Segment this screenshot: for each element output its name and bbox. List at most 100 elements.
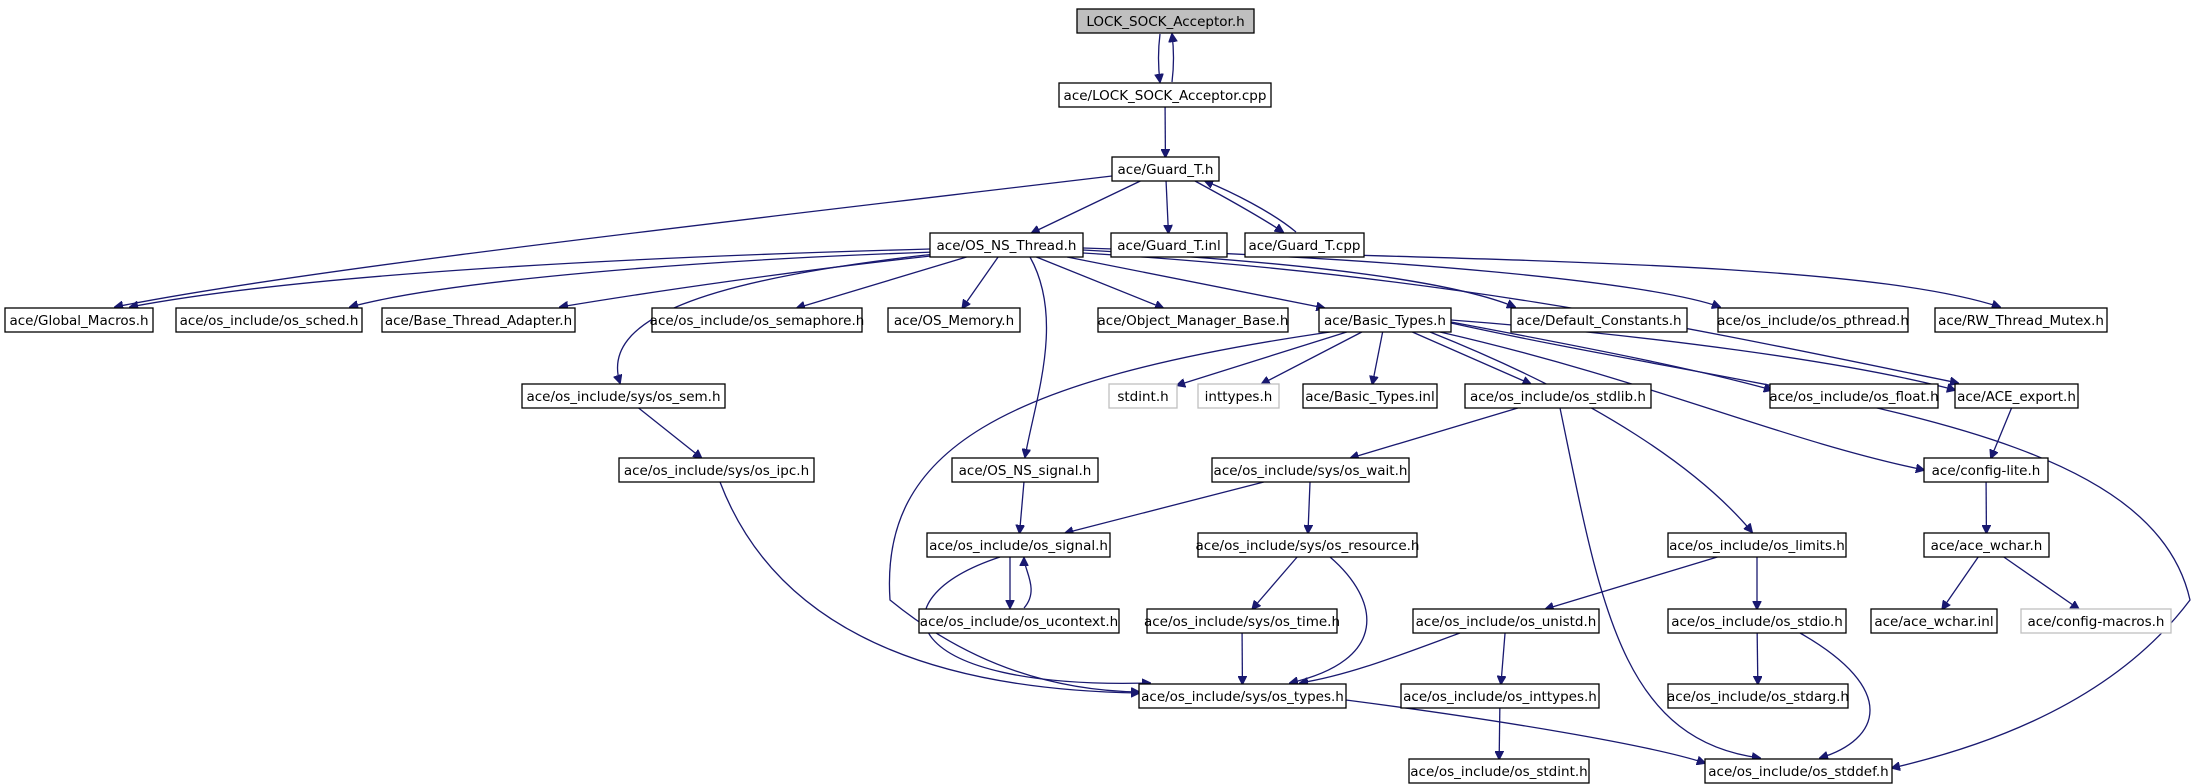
node-box bbox=[1769, 383, 1939, 409]
node-box bbox=[951, 457, 1099, 483]
edge-os_limits_h-to-os_unistd_h bbox=[1546, 556, 1718, 609]
node-box bbox=[929, 232, 1084, 258]
edge-guard_t_cpp-to-rw_thread_mutex_h bbox=[1244, 251, 2000, 307]
node-box bbox=[1400, 683, 1600, 709]
node-label: ace/os_include/os_stdio.h bbox=[1671, 614, 1843, 630]
node-os-ns-signal-h[interactable]: ace/OS_NS_signal.h bbox=[951, 457, 1099, 483]
node-stdint-h: stdint.h bbox=[1108, 383, 1178, 409]
node-box bbox=[1412, 608, 1600, 634]
node-label: ace/os_include/os_float.h bbox=[1769, 389, 1938, 405]
node-ace-wchar-h[interactable]: ace/ace_wchar.h bbox=[1923, 532, 2050, 558]
node-guard-t-cpp[interactable]: ace/Guard_T.cpp bbox=[1244, 232, 1365, 258]
node-label: ace/os_include/sys/os_types.h bbox=[1141, 689, 1344, 705]
edge-sys_os_ipc_h-to-sys_os_types_h bbox=[719, 481, 1139, 693]
edge-os_ns_thread_h-to-base_thread_adapter_h bbox=[560, 254, 941, 307]
node-guard-t-inl[interactable]: ace/Guard_T.inl bbox=[1110, 232, 1228, 258]
edge-os_ns_thread_h-to-sys_os_sem_h bbox=[618, 253, 936, 383]
node-os-semaphore-h[interactable]: ace/os_include/os_semaphore.h bbox=[650, 307, 865, 333]
node-object-manager-base-h[interactable]: ace/Object_Manager_Base.h bbox=[1097, 307, 1289, 333]
node-os-unistd-h[interactable]: ace/os_include/os_unistd.h bbox=[1412, 608, 1600, 634]
node-label: ace/config-lite.h bbox=[1932, 463, 2041, 479]
node-label: ace/os_include/sys/os_wait.h bbox=[1214, 463, 1408, 479]
node-label: ace/os_include/sys/os_sem.h bbox=[526, 389, 720, 405]
node-os-stdint-h[interactable]: ace/os_include/os_stdint.h bbox=[1408, 758, 1590, 784]
node-config-macros-h: ace/config-macros.h bbox=[2020, 608, 2172, 634]
node-label: ace/ACE_export.h bbox=[1957, 389, 2076, 405]
node-label: inttypes.h bbox=[1205, 389, 1273, 405]
edge-ace_export_h-to-config_lite_h bbox=[1991, 407, 2013, 458]
node-os-stdarg-h[interactable]: ace/os_include/os_stdarg.h bbox=[1667, 683, 1849, 709]
node-sys-os-resource-h[interactable]: ace/os_include/sys/os_resource.h bbox=[1196, 532, 1420, 558]
node-box bbox=[1954, 383, 2079, 409]
node-os-signal-h[interactable]: ace/os_include/os_signal.h bbox=[926, 532, 1111, 558]
node-box bbox=[651, 307, 863, 333]
node-box bbox=[1146, 608, 1338, 634]
edge-basic_types_h-to-inttypes_h bbox=[1262, 331, 1363, 384]
node-ace-export-h[interactable]: ace/ACE_export.h bbox=[1954, 383, 2079, 409]
node-box bbox=[1211, 457, 1410, 483]
node-label: LOCK_SOCK_Acceptor.h bbox=[1086, 14, 1244, 30]
node-box bbox=[1108, 383, 1178, 409]
node-layer: LOCK_SOCK_Acceptor.h ace/LOCK_SOCK_Accept… bbox=[4, 8, 2172, 784]
edge-os_inttypes_h-to-os_stdint_h bbox=[1499, 707, 1500, 759]
edge-lock_sock_acceptor_h-to-lock_sock_acceptor_cpp bbox=[1159, 33, 1161, 82]
node-label: ace/os_include/os_stdint.h bbox=[1410, 764, 1587, 780]
node-sys-os-wait-h[interactable]: ace/os_include/sys/os_wait.h bbox=[1211, 457, 1410, 483]
node-box bbox=[1923, 532, 2050, 558]
node-box bbox=[1076, 8, 1255, 34]
node-base-thread-adapter-h[interactable]: ace/Base_Thread_Adapter.h bbox=[381, 307, 576, 333]
node-box bbox=[1667, 683, 1849, 709]
node-os-float-h[interactable]: ace/os_include/os_float.h bbox=[1769, 383, 1939, 409]
node-label: ace/Base_Thread_Adapter.h bbox=[385, 313, 572, 329]
node-global-macros-h[interactable]: ace/Global_Macros.h bbox=[4, 307, 154, 333]
node-box bbox=[1138, 683, 1347, 709]
node-sys-os-types-h[interactable]: ace/os_include/sys/os_types.h bbox=[1138, 683, 1347, 709]
node-os-limits-h[interactable]: ace/os_include/os_limits.h bbox=[1667, 532, 1847, 558]
node-os-inttypes-h[interactable]: ace/os_include/os_inttypes.h bbox=[1400, 683, 1600, 709]
node-rw-thread-mutex-h[interactable]: ace/RW_Thread_Mutex.h bbox=[1934, 307, 2108, 333]
node-os-stdlib-h[interactable]: ace/os_include/os_stdlib.h bbox=[1464, 383, 1652, 409]
node-box bbox=[4, 307, 154, 333]
edge-os_ns_thread_h-to-ace_export_h bbox=[1082, 252, 1958, 383]
node-default-constants-h[interactable]: ace/Default_Constants.h bbox=[1510, 307, 1688, 333]
node-basic-types-h[interactable]: ace/Basic_Types.h bbox=[1318, 307, 1452, 333]
node-box bbox=[1408, 758, 1590, 784]
node-os-stdio-h[interactable]: ace/os_include/os_stdio.h bbox=[1667, 608, 1847, 634]
node-lock-sock-acceptor-cpp[interactable]: ace/LOCK_SOCK_Acceptor.cpp bbox=[1058, 82, 1272, 108]
node-sys-os-time-h[interactable]: ace/os_include/sys/os_time.h bbox=[1144, 608, 1340, 634]
node-ace-wchar-inl[interactable]: ace/ace_wchar.inl bbox=[1870, 608, 1998, 634]
edge-ace_wchar_h-to-config_macros_h bbox=[2003, 556, 2079, 609]
edge-basic_types_h-to-os_limits_h bbox=[1429, 331, 1752, 532]
edge-os_signal_h-to-sys_os_types_h bbox=[923, 556, 1150, 683]
node-os-memory-h[interactable]: ace/OS_Memory.h bbox=[887, 307, 1021, 333]
edge-os_ns_thread_h-to-global_macros_h bbox=[130, 248, 931, 307]
node-config-lite-h[interactable]: ace/config-lite.h bbox=[1923, 457, 2049, 483]
node-lock-sock-acceptor-h: LOCK_SOCK_Acceptor.h bbox=[1076, 8, 1255, 34]
node-label: ace/Guard_T.h bbox=[1118, 162, 1214, 178]
node-box bbox=[887, 307, 1021, 333]
edge-os_unistd_h-to-sys_os_types_h bbox=[1300, 632, 1461, 683]
node-box bbox=[1244, 232, 1365, 258]
node-label: ace/OS_NS_Thread.h bbox=[937, 238, 1077, 254]
node-guard-t-h[interactable]: ace/Guard_T.h bbox=[1111, 156, 1220, 182]
edge-os_stdlib_h-to-sys_os_wait_h bbox=[1351, 407, 1519, 458]
node-box bbox=[1302, 383, 1438, 409]
node-label: ace/os_include/os_unistd.h bbox=[1416, 614, 1597, 630]
node-os-ucontext-h[interactable]: ace/os_include/os_ucontext.h bbox=[918, 608, 1120, 634]
node-os-stddef-h[interactable]: ace/os_include/os_stddef.h bbox=[1704, 758, 1893, 784]
node-box bbox=[1464, 383, 1652, 409]
edge-guard_t_h-to-guard_t_cpp bbox=[1194, 180, 1283, 232]
node-os-pthread-h[interactable]: ace/os_include/os_pthread.h bbox=[1717, 307, 1909, 333]
node-sys-os-ipc-h[interactable]: ace/os_include/sys/os_ipc.h bbox=[618, 457, 815, 483]
node-basic-types-inl[interactable]: ace/Basic_Types.inl bbox=[1302, 383, 1438, 409]
node-label: ace/os_include/os_stddef.h bbox=[1708, 764, 1888, 780]
edge-sys_os_wait_h-to-sys_os_resource_h bbox=[1308, 481, 1310, 533]
node-os-ns-thread-h[interactable]: ace/OS_NS_Thread.h bbox=[929, 232, 1084, 258]
edge-os_ns_thread_h-to-os_ns_signal_h bbox=[1025, 256, 1048, 457]
node-label: ace/OS_NS_signal.h bbox=[959, 463, 1092, 479]
node-box bbox=[1717, 307, 1909, 333]
node-label: ace/os_include/os_pthread.h bbox=[1717, 313, 1909, 329]
node-os-sched-h[interactable]: ace/os_include/os_sched.h bbox=[175, 307, 363, 333]
node-box bbox=[918, 608, 1120, 634]
node-sys-os-sem-h[interactable]: ace/os_include/sys/os_sem.h bbox=[521, 383, 726, 409]
